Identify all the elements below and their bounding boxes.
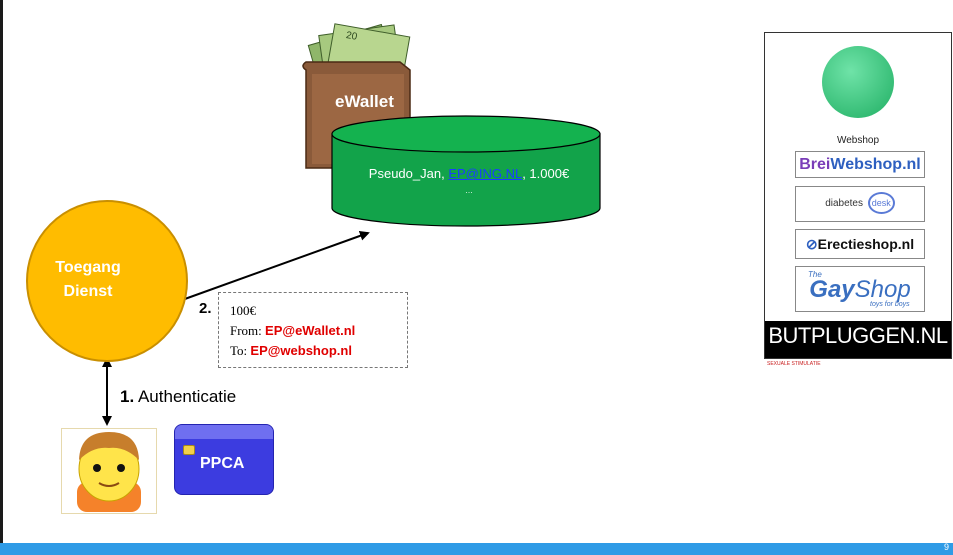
- payment-arrow: [181, 231, 370, 301]
- webshop-panel: Webshop BreiWebshop.nl diabetes desk ⊘Er…: [764, 32, 952, 367]
- ewallet-database-cylinder: [331, 115, 601, 227]
- transaction-amount: 100€: [230, 303, 256, 318]
- toegang-dienst-label: Toegang Dienst: [28, 256, 148, 304]
- erectie-icon: ⊘: [805, 236, 818, 252]
- webshop-caption: Webshop: [836, 135, 880, 146]
- gay-the: The: [808, 270, 822, 279]
- toegang-label-line2: Dienst: [63, 283, 113, 300]
- butt-text: BUTPLUGGEN.NL: [768, 323, 948, 348]
- from-label: From:: [230, 323, 266, 338]
- gay-tagline: toys for boys: [870, 301, 910, 308]
- gay-part2: Shop: [854, 276, 911, 303]
- butpluggen-logo: BUTPLUGGEN.NL SEXUALE STIMULATIE: [765, 321, 951, 367]
- wallet-record-ellipsis: …: [465, 186, 473, 195]
- step-1-number: 1.: [120, 387, 135, 406]
- gay-part1: Gay: [809, 276, 855, 303]
- user-avatar-face: [77, 432, 141, 512]
- transaction-from: From: EP@eWallet.nl: [230, 323, 355, 339]
- diabetesdesk-logo: diabetes desk: [795, 186, 925, 222]
- desk-text: desk: [867, 192, 895, 214]
- bill-denomination: 20: [345, 30, 358, 43]
- ewallet-label: eWallet: [335, 92, 394, 111]
- diabetes-text: diabetes: [825, 198, 863, 209]
- butt-tagline: SEXUALE STIMULATIE: [767, 361, 821, 367]
- webshop-cart-badge: [822, 46, 894, 118]
- wallet-record-line: Pseudo_Jan, EP@ING.NL, 1.000€: [336, 166, 602, 181]
- ppca-card: PPCA: [174, 424, 274, 495]
- authentication-label: Authenticatie: [134, 387, 237, 406]
- ppca-label: PPCA: [200, 455, 245, 472]
- slide-left-border: [0, 0, 3, 545]
- transaction-to: To: EP@webshop.nl: [230, 343, 352, 359]
- toegang-label-line1: Toegang: [55, 259, 121, 276]
- step-1-authentication: 1. Authenticatie: [120, 387, 236, 407]
- wallet-record-amount: , 1.000€: [522, 166, 570, 181]
- wallet-record-name: Pseudo_Jan,: [368, 166, 449, 181]
- brei-part2: Webshop.nl: [830, 156, 921, 173]
- to-address: EP@webshop.nl: [250, 343, 352, 358]
- erectie-text: Erectieshop.nl: [817, 236, 915, 252]
- gayshop-logo: The GayShop toys for boys: [795, 266, 925, 312]
- card-top-stripe: [175, 425, 273, 439]
- slide-number: 9: [943, 542, 949, 552]
- step-2-number: 2.: [199, 300, 212, 317]
- transaction-box: 100€ From: EP@eWallet.nl To: EP@webshop.…: [218, 292, 408, 368]
- erectieshop-logo: ⊘Erectieshop.nl: [795, 229, 925, 259]
- to-label: To:: [230, 343, 251, 358]
- footer-bar: 9: [0, 542, 953, 555]
- brei-part1: Brei: [799, 156, 831, 173]
- user-avatar: [61, 428, 157, 514]
- chip-icon: [183, 445, 195, 455]
- breiwebshop-logo: BreiWebshop.nl: [795, 151, 925, 178]
- toegang-dienst-node: Toegang Dienst: [26, 200, 188, 362]
- gay-main: GayShop: [796, 276, 924, 304]
- wallet-email-link[interactable]: EP@ING.NL: [448, 166, 523, 181]
- from-address: EP@eWallet.nl: [265, 323, 356, 338]
